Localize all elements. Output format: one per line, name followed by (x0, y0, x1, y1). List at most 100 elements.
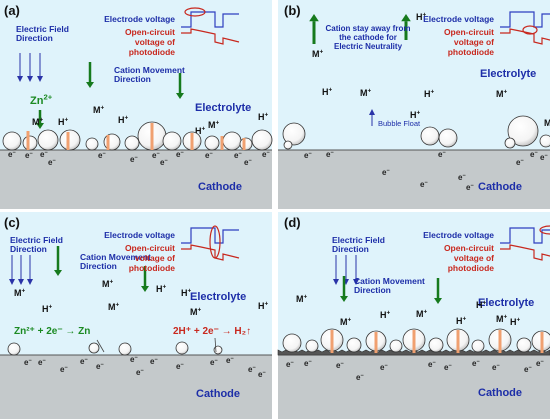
bubble-7 (428, 337, 444, 353)
zn-deposit-6 (242, 138, 246, 150)
legend-photodiode-voltage-line-0: Open-circuit (444, 243, 494, 253)
panel-label: (b) (284, 3, 301, 18)
electron-10: e− (226, 356, 234, 365)
legend-photodiode-trace (181, 28, 240, 45)
zn-deposit-3 (150, 123, 154, 150)
field-direction-label-line-0: Electric Field (332, 235, 385, 245)
field-direction-label-line-1: Direction (332, 244, 369, 254)
cation-arrow-left-head (340, 296, 348, 302)
bubble-3 (59, 129, 81, 151)
electron-0: e− (8, 150, 16, 159)
electron-8: e− (176, 150, 184, 159)
legend-electrode-voltage: Electrode voltage (104, 14, 175, 24)
reaction-pointer-h (214, 337, 217, 353)
cation-stay-label-line-1: the cathode for (339, 33, 397, 42)
zn-arrow (36, 110, 44, 129)
cation-away-arrow-right (401, 14, 411, 40)
electron-6: e− (136, 368, 144, 377)
electron-10: e− (536, 359, 544, 368)
cation-away-arrow-right-head (401, 14, 411, 22)
h-ion-3: H+ (510, 316, 521, 327)
electron-7: e− (530, 150, 538, 159)
electron-8: e− (176, 362, 184, 371)
electron-0: e− (304, 151, 312, 160)
bubble-11 (516, 337, 532, 353)
m-ion-2: M+ (208, 119, 220, 130)
bubble-4 (213, 345, 223, 355)
bubble-5 (103, 133, 121, 151)
electrolyte-region (0, 212, 272, 355)
legend-phase-marker (539, 225, 550, 235)
h-ion-0: H+ (58, 116, 69, 127)
legend-electrode-trace (181, 227, 239, 244)
bubble-1 (283, 140, 293, 150)
electron-3: e− (48, 158, 56, 167)
electron-5: e− (458, 173, 466, 182)
cation-arrow-right-head (176, 93, 184, 99)
bubble-2 (420, 126, 440, 146)
electron-0: e− (24, 358, 32, 367)
bubble-9 (471, 339, 485, 353)
electron-3: e− (356, 373, 364, 382)
legend-photodiode-voltage-line-2: photodiode (129, 263, 176, 273)
electron-2: e− (336, 361, 344, 370)
electron-3: e− (80, 357, 88, 366)
zn-deposit-5 (540, 332, 544, 353)
legend-electrode-voltage: Electrode voltage (423, 230, 494, 240)
electrolyte-label: Electrolyte (190, 291, 246, 303)
legend-phase-marker (184, 7, 206, 17)
legend-electrode-voltage: Electrode voltage (423, 14, 494, 24)
zn-deposit-4 (498, 330, 502, 353)
zn-deposit-0 (26, 131, 30, 150)
h2-reaction: 2H⁺ + 2e⁻ → H₂↑ (173, 326, 251, 337)
electron-9: e− (205, 151, 213, 160)
cation-stay-label-line-2: Electric Neutrality (334, 42, 403, 51)
h-ion-0: H+ (380, 309, 391, 320)
bubble-4 (507, 115, 539, 147)
cation-arrow-left-head (86, 82, 94, 88)
bubble-0 (282, 333, 302, 353)
electron-4: e− (380, 363, 388, 372)
bubble-1 (88, 342, 100, 354)
cation-movement-label-line-0: Cation Movement (80, 252, 151, 262)
field-direction-label-line-1: Direction (16, 33, 53, 43)
electrolyte-label: Electrolyte (478, 297, 534, 309)
cathode-label: Cathode (478, 387, 522, 399)
field-direction-label-line-1: Direction (10, 244, 47, 254)
m-ion-1: M+ (340, 316, 352, 327)
bubble-0 (7, 342, 21, 356)
electron-7: e− (150, 357, 158, 366)
electrolyte-label: Electrolyte (195, 102, 251, 114)
cathode-region (0, 355, 272, 419)
cation-arrow-left (340, 276, 348, 302)
electron-10: e− (234, 151, 242, 160)
legend-electrode-trace (500, 11, 550, 28)
bubble-3 (438, 128, 458, 148)
electron-5: e− (428, 360, 436, 369)
cation-movement-label-line-1: Direction (354, 285, 391, 295)
cation-movement-label-line-1: Direction (114, 74, 151, 84)
zn-deposit-2 (412, 330, 416, 353)
electron-12: e− (262, 150, 270, 159)
zn-deposit-3 (456, 330, 460, 353)
electron-9: e− (210, 358, 218, 367)
m-ion-0: M+ (312, 48, 324, 59)
legend-photodiode-voltage-line-1: voltage of (135, 37, 175, 47)
legend-photodiode-voltage-line-0: Open-circuit (125, 243, 175, 253)
bubble-2 (37, 129, 59, 151)
m-ion-3: M+ (544, 117, 550, 128)
electron-7: e− (472, 359, 480, 368)
bubble-13 (251, 129, 273, 151)
legend-phase-marker (522, 25, 538, 35)
legend-photodiode-voltage-line-2: photodiode (129, 47, 176, 57)
electron-1: e− (304, 359, 312, 368)
legend-photodiode-voltage-line-0: Open-circuit (444, 27, 494, 37)
cation-arrow-left (54, 246, 62, 276)
